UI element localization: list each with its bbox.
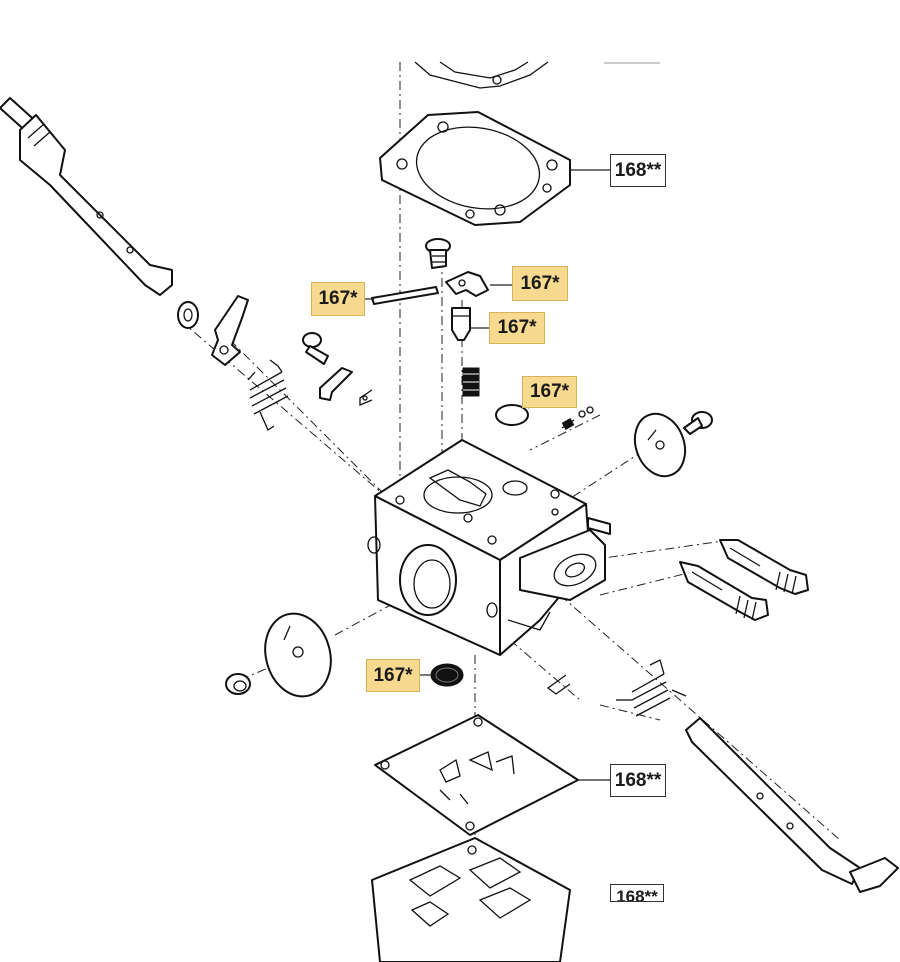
inlet-needle	[451, 307, 471, 341]
throttle-plate-right	[633, 412, 687, 478]
screw-top	[425, 238, 451, 269]
small-ball-spring	[561, 406, 594, 430]
bracket	[319, 367, 353, 401]
callout-gasket-top: 168**	[610, 154, 666, 187]
top-gasket	[379, 111, 571, 226]
e-clip-right	[546, 674, 571, 695]
adjusting-needle-lower	[679, 561, 769, 621]
torsion-spring-right	[616, 659, 687, 717]
callout-welch-disc: 167*	[522, 376, 577, 408]
e-clip-left	[359, 389, 373, 406]
washer-left	[177, 301, 199, 329]
nut-left	[225, 673, 251, 695]
screw-left	[302, 332, 329, 365]
left-throttle-shaft	[0, 97, 173, 296]
screw-right	[683, 411, 713, 435]
pivot-pin	[371, 286, 439, 305]
top-cover-partial	[414, 61, 549, 89]
metering-spring	[462, 367, 480, 397]
carburetor-body	[367, 439, 611, 656]
bottom-part-partial	[371, 837, 571, 962]
callout-bottom-partial: 168**	[610, 884, 664, 902]
callout-inlet-needle: 167*	[489, 312, 545, 344]
callout-pivot-pin: 167*	[311, 282, 365, 316]
right-choke-shaft	[685, 717, 899, 893]
metering-lever	[445, 271, 489, 297]
top-partial-callout-edge	[604, 62, 660, 64]
callout-gasket-bottom: 168**	[610, 764, 666, 797]
inlet-screen	[430, 663, 464, 687]
throttle-plate-left	[264, 612, 332, 698]
torsion-spring-left	[247, 359, 289, 431]
callout-metering-lever: 167*	[512, 266, 568, 301]
callout-inlet-screen: 167*	[366, 659, 420, 692]
bottom-gasket	[374, 714, 579, 836]
adjusting-needle-upper	[719, 539, 809, 595]
throttle-lever	[211, 295, 249, 366]
welch-plug-disc	[495, 404, 529, 426]
